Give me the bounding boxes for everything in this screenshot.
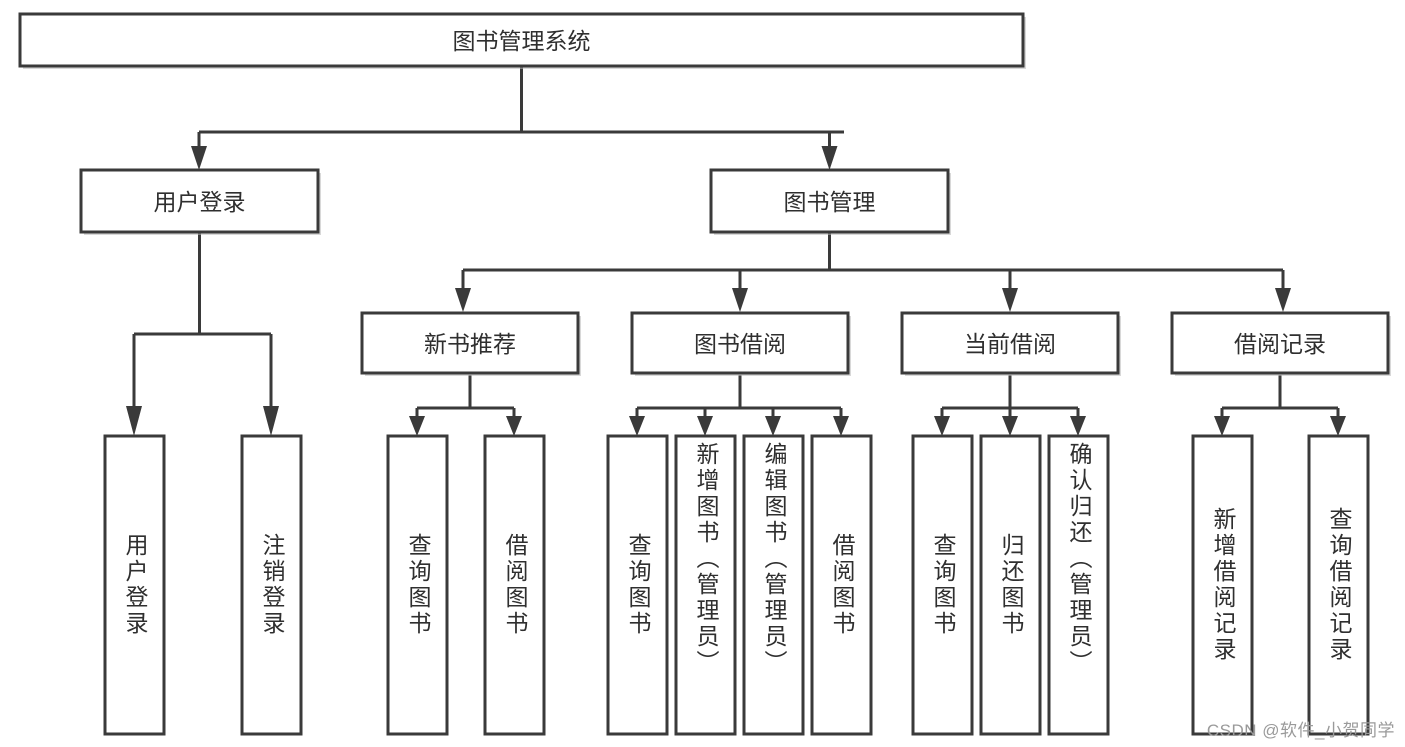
csdn-watermark: CSDN @软件_小贺同学 xyxy=(1206,721,1395,740)
arrow-leaf-borrow-book-1-icon xyxy=(506,416,522,436)
arrow-leaf-query-book-2-icon xyxy=(629,416,645,436)
arrow-to-book-borrow-icon xyxy=(732,288,748,312)
leaf-box-user-login[interactable] xyxy=(103,434,166,736)
leaf-box-borrow-book-2[interactable] xyxy=(810,434,873,736)
arrow-leaf-edit-book-icon xyxy=(765,416,781,436)
leaf-box-query-book-2[interactable] xyxy=(606,434,669,736)
node-book-mgmt-box[interactable] xyxy=(709,168,950,234)
node-book-mgmt-label: 图书管理 xyxy=(784,189,876,215)
arrow-to-new-book-rec-icon xyxy=(455,288,471,312)
leaf-box-query-book-1[interactable] xyxy=(386,434,449,736)
leaf-box-query-record[interactable] xyxy=(1307,434,1370,736)
leaf-box-add-record[interactable] xyxy=(1191,434,1254,736)
arrow-leaf-query-book-1-icon xyxy=(409,416,425,436)
leaf-box-query-book-3[interactable] xyxy=(911,434,974,736)
node-book-borrow-label: 图书借阅 xyxy=(694,331,786,357)
leaf-box-borrow-book-1[interactable] xyxy=(483,434,546,736)
arrow-leaf-confirm-return-icon xyxy=(1070,416,1086,436)
node-borrow-record-label: 借阅记录 xyxy=(1234,331,1326,357)
node-borrow-record-box[interactable] xyxy=(1170,311,1390,375)
arrow-leaf-borrow-book-2-icon xyxy=(833,416,849,436)
node-root-box[interactable] xyxy=(18,12,1025,68)
leaf-box-confirm-return[interactable] xyxy=(1047,434,1110,736)
arrow-to-book-mgmt-icon xyxy=(821,146,838,170)
arrow-leaf-query-book-3-icon xyxy=(934,416,950,436)
arrow-leaf-return-book-icon xyxy=(1002,416,1018,436)
edges-group xyxy=(126,66,1346,436)
node-new-book-rec-box[interactable] xyxy=(360,311,580,375)
arrow-to-current-borrow-icon xyxy=(1002,288,1018,312)
arrow-to-user-login-icon xyxy=(191,146,207,170)
node-book-borrow-box[interactable] xyxy=(630,311,850,375)
arrow-leaf-logout-icon xyxy=(263,406,279,436)
node-current-borrow-label: 当前借阅 xyxy=(964,331,1056,357)
node-new-book-rec-label: 新书推荐 xyxy=(424,331,516,357)
node-current-borrow-box[interactable] xyxy=(900,311,1120,375)
leaf-box-add-book[interactable] xyxy=(674,434,737,736)
arrow-to-borrow-record-icon xyxy=(1275,288,1291,312)
leaf-box-return-book[interactable] xyxy=(979,434,1042,736)
arrow-leaf-add-record-icon xyxy=(1214,416,1230,436)
leaf-box-logout[interactable] xyxy=(240,434,303,736)
node-user-login-label: 用户登录 xyxy=(154,189,246,215)
arrow-leaf-query-record-icon xyxy=(1330,416,1346,436)
arrow-leaf-user-login-icon xyxy=(126,406,142,436)
nodes-group: 图书管理系统 用户登录 图书管理 新书推荐 图书借阅 当前借阅 借阅记录 xyxy=(18,12,1391,736)
arrow-leaf-add-book-icon xyxy=(697,416,713,436)
leaf-box-edit-book[interactable] xyxy=(742,434,805,736)
node-user-login-box[interactable] xyxy=(79,168,320,234)
node-root-label: 图书管理系统 xyxy=(453,28,591,54)
